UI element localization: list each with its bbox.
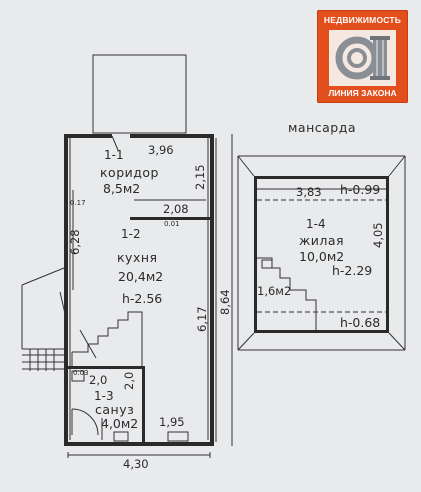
room-id-1-1: 1-1 xyxy=(104,148,124,162)
dim-wall-c: 0.03 xyxy=(73,369,89,377)
dim-bath-right: 1,95 xyxy=(159,415,185,429)
room-height-top-1-4: h-0.99 xyxy=(340,182,380,197)
logo-top-text: НЕДВИЖИМОСТЬ xyxy=(323,15,402,25)
dim-stair-area: 1,6м2 xyxy=(257,284,291,298)
dimension-lines xyxy=(67,134,233,458)
dim-total-width: 4,30 xyxy=(123,457,149,471)
logo-bottom-text: ЛИНИЯ ЗАКОНА xyxy=(328,88,397,98)
left-extension xyxy=(21,267,67,371)
room-id-1-3: 1-3 xyxy=(94,389,114,403)
room-area-1-2: 20,4м2 xyxy=(118,269,163,284)
attic-plan xyxy=(237,155,406,351)
dim-wall-b: 0.01 xyxy=(164,220,180,228)
room-name-1-3: сануз xyxy=(95,402,134,417)
dim-total-depth: 8,64 xyxy=(218,289,232,315)
room-name-1-2: кухня xyxy=(117,250,158,265)
room-name-1-4: жилая xyxy=(299,233,344,248)
dim-kitchen-depth: 6,17 xyxy=(195,306,209,332)
dim-kitchen-step: 2,08 xyxy=(163,202,189,216)
dim-attic-width: 3,83 xyxy=(296,185,322,199)
porch xyxy=(92,54,187,134)
main-walls xyxy=(64,134,214,446)
room-id-1-2: 1-2 xyxy=(121,227,141,241)
dim-corridor-width: 3,96 xyxy=(148,143,174,157)
room-height-mid-1-4: h-2.29 xyxy=(332,263,372,278)
room-area-1-3: 4,0м2 xyxy=(101,416,138,431)
agency-logo: НЕДВИЖИМОСТЬ ЛИНИЯ ЗАКОНА xyxy=(317,10,408,103)
dim-attic-depth: 4,05 xyxy=(371,222,385,248)
dim-corridor-depth: 2,15 xyxy=(193,164,207,190)
dim-wall-a: 0.17 xyxy=(70,199,86,207)
room-id-1-4: 1-4 xyxy=(306,217,326,231)
room-name-1-1: коридор xyxy=(100,165,159,180)
dim-bath-depth: 2,0 xyxy=(122,372,136,390)
room-area-1-1: 8,5м2 xyxy=(103,181,140,196)
attic-heading: мансарда xyxy=(288,120,356,135)
staircase xyxy=(71,311,143,366)
dim-left-wall: 6,28 xyxy=(68,229,82,255)
room-area-1-4: 10,0м2 xyxy=(299,249,344,264)
bath-fixtures xyxy=(71,370,189,442)
dim-bath-width: 2,0 xyxy=(89,373,107,387)
dimension-labels: 3,96 2,15 2,08 6,28 6,17 8,64 2,0 2,0 1,… xyxy=(68,143,385,471)
room-height-1-2: h-2.56 xyxy=(122,291,162,306)
column-emblem-icon xyxy=(329,30,396,86)
room-height-bottom-1-4: h-0.68 xyxy=(340,315,380,330)
room-labels: 1-1 коридор 8,5м2 1-2 кухня 20,4м2 h-2.5… xyxy=(94,120,380,431)
